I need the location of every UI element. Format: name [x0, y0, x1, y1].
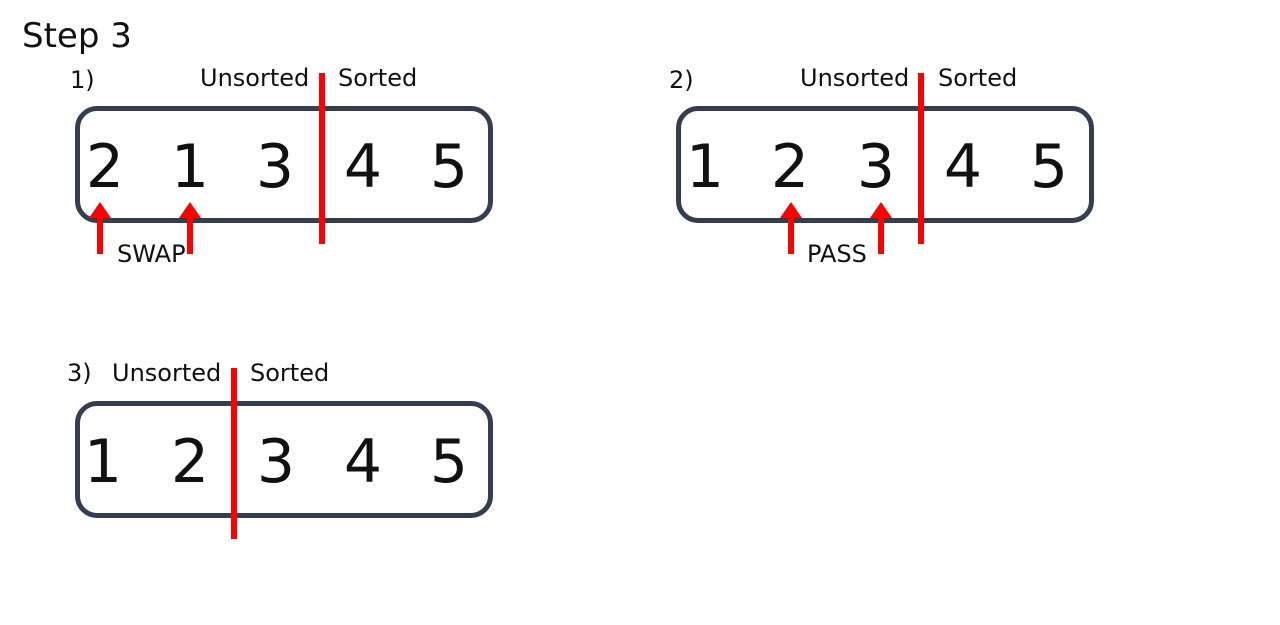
action-label: SWAP — [117, 240, 186, 268]
array-value: 4 — [943, 132, 983, 202]
unsorted-label: Unsorted — [800, 64, 910, 92]
unsorted-label: Unsorted — [112, 359, 222, 387]
array-value: 2 — [170, 427, 210, 497]
sorted-divider — [231, 368, 237, 539]
array-value: 2 — [770, 132, 810, 202]
compare-arrow — [870, 202, 892, 254]
unsorted-label: Unsorted — [200, 64, 310, 92]
compare-arrow — [89, 202, 111, 254]
step-label: 3) — [67, 359, 92, 387]
array-value: 5 — [429, 132, 469, 202]
step-label: 1) — [70, 66, 95, 94]
sorted-divider — [319, 73, 325, 244]
compare-arrow — [780, 202, 802, 254]
step-panel-2: 2) Unsorted Sorted 1 2 3 4 5 PASS — [600, 60, 1200, 330]
diagram-title: Step 3 — [22, 16, 132, 56]
array-value: 1 — [83, 427, 123, 497]
array-value: 4 — [343, 427, 383, 497]
sorted-label: Sorted — [338, 64, 418, 92]
action-label: PASS — [807, 240, 867, 268]
array-value: 1 — [170, 132, 210, 202]
step-label: 2) — [669, 66, 694, 94]
array-value: 4 — [343, 132, 383, 202]
step-panel-1: 1) Unsorted Sorted 2 1 3 4 5 SWAP — [0, 60, 600, 330]
array-value: 2 — [85, 132, 125, 202]
array-value: 1 — [685, 132, 725, 202]
sorted-label: Sorted — [250, 359, 330, 387]
array-box — [75, 106, 493, 223]
sorted-label: Sorted — [938, 64, 1018, 92]
array-value: 3 — [856, 132, 896, 202]
compare-arrow — [179, 202, 201, 254]
array-value: 5 — [429, 427, 469, 497]
array-value: 5 — [1029, 132, 1069, 202]
array-box — [75, 401, 493, 518]
sorted-divider — [918, 73, 924, 244]
step-panel-3: 3) Unsorted Sorted 1 2 3 4 5 — [0, 355, 600, 625]
array-value: 3 — [256, 427, 296, 497]
array-value: 3 — [255, 132, 295, 202]
